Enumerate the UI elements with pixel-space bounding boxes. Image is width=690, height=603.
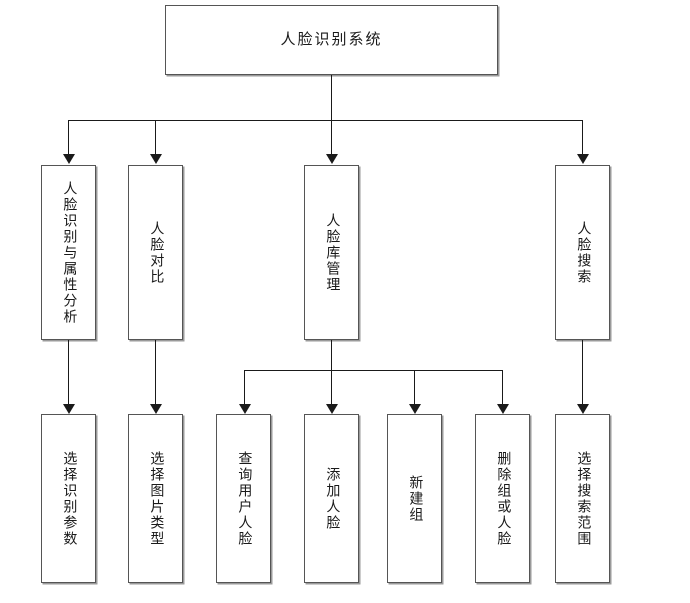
- node-label: 人脸识别与属性分析: [61, 180, 78, 325]
- arrowhead-l2-4: [577, 154, 589, 164]
- node-label: 查询用户人脸: [236, 450, 253, 547]
- node-face-comparison[interactable]: 人脸对比: [128, 165, 183, 340]
- node-label: 选择识别参数: [61, 450, 78, 547]
- connector-drop-l3-4: [331, 370, 332, 406]
- arrowhead-l3-1: [63, 404, 75, 414]
- connector-level2-bus: [68, 120, 582, 121]
- node-query-user-face[interactable]: 查询用户人脸: [216, 414, 271, 583]
- node-face-recognition-attribute-analysis[interactable]: 人脸识别与属性分析: [41, 165, 96, 340]
- node-label: 新建组: [407, 474, 424, 523]
- arrowhead-l2-1: [63, 154, 75, 164]
- node-select-search-scope[interactable]: 选择搜索范围: [555, 414, 610, 583]
- node-label: 人脸搜索: [575, 220, 592, 285]
- arrowhead-l3-2: [150, 404, 162, 414]
- arrowhead-l3-6: [497, 404, 509, 414]
- arrowhead-l3-7: [577, 404, 589, 414]
- connector-level3-bus: [244, 370, 502, 371]
- connector-drop-l2-2: [155, 120, 156, 156]
- node-label: 添加人脸: [324, 466, 341, 531]
- node-root-face-recognition-system[interactable]: 人脸识别系统: [165, 5, 498, 75]
- connector-drop-l3-5: [414, 370, 415, 406]
- arrowhead-l3-3: [239, 404, 251, 414]
- node-label: 人脸识别系统: [280, 30, 383, 49]
- connector-drop-l3-3: [244, 370, 245, 406]
- arrowhead-l3-4: [326, 404, 338, 414]
- connector-drop-l2-1: [68, 120, 69, 156]
- node-face-library-management[interactable]: 人脸库管理: [304, 165, 359, 340]
- connector-drop-l2-4: [582, 120, 583, 156]
- node-label: 删除组或人脸: [495, 450, 512, 547]
- node-label: 选择搜索范围: [575, 450, 592, 547]
- connector-drop-l2-3: [331, 120, 332, 156]
- node-create-group[interactable]: 新建组: [387, 414, 442, 583]
- node-face-search[interactable]: 人脸搜索: [555, 165, 610, 340]
- connector-drop-l3-2: [155, 340, 156, 406]
- arrowhead-l2-2: [150, 154, 162, 164]
- node-select-recognition-parameters[interactable]: 选择识别参数: [41, 414, 96, 583]
- node-label: 选择图片类型: [148, 450, 165, 547]
- node-delete-group-or-face[interactable]: 删除组或人脸: [475, 414, 530, 583]
- connector-drop-l3-6: [502, 370, 503, 406]
- connector-drop-l3-1: [68, 340, 69, 406]
- connector-root-stem: [331, 75, 332, 121]
- connector-stem-face-library: [331, 340, 332, 371]
- node-label: 人脸库管理: [324, 212, 341, 293]
- arrowhead-l3-5: [409, 404, 421, 414]
- node-select-image-type[interactable]: 选择图片类型: [128, 414, 183, 583]
- node-label: 人脸对比: [148, 220, 165, 285]
- arrowhead-l2-3: [326, 154, 338, 164]
- node-add-face[interactable]: 添加人脸: [304, 414, 359, 583]
- connector-drop-l3-7: [582, 340, 583, 406]
